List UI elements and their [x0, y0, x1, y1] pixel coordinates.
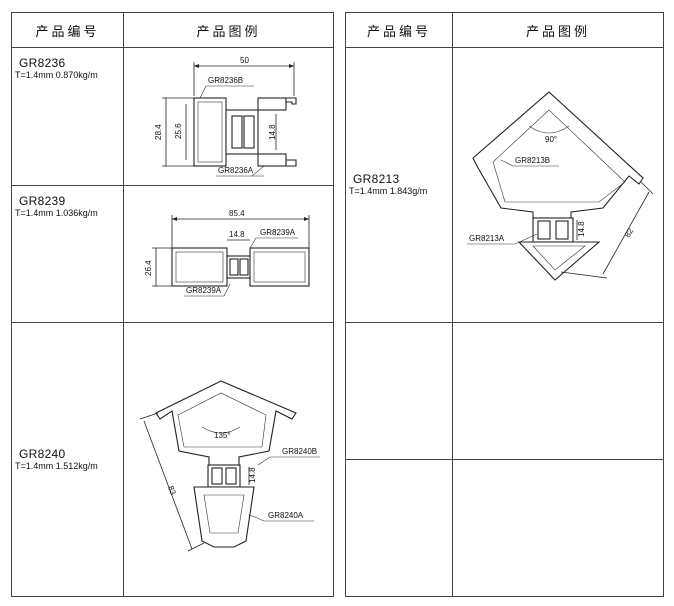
profile-drawing-gr8239: 85.4 14.8 GR8239A 26.4 — [144, 209, 310, 297]
table-row: GR8236 T=1.4mm 0.870kg/m 50 GR8236B — [11, 47, 334, 186]
table-row: GR8213 T=1.4mm 1.843g/m 90° 14.8 — [345, 47, 664, 323]
empty-code-cell — [345, 322, 453, 460]
header-figure: 产品图例 — [123, 12, 334, 48]
product-code-cell: GR8213 T=1.4mm 1.843g/m — [345, 47, 453, 323]
left-product-table: 产品编号 产品图例 GR8236 T=1.4mm 0.870kg/m 50 GR… — [11, 12, 334, 597]
empty-figure-cell — [452, 459, 664, 597]
header-code: 产品编号 — [11, 12, 124, 48]
profile-drawing-gr8240: 135° 14.8 GR8240B GR8240A — [139, 380, 320, 552]
profile-drawing-gr8213: 90° 14.8 GR8213B GR8213A — [467, 91, 654, 281]
part-label: GR8240A — [268, 511, 304, 520]
part-label: GR8236A — [218, 166, 254, 175]
dim-text: 14.8 — [229, 230, 245, 239]
table-row — [345, 322, 664, 460]
product-spec: T=1.4mm 0.870kg/m — [15, 70, 98, 80]
dim-text: 90° — [545, 135, 557, 144]
product-spec: T=1.4mm 1.843g/m — [349, 186, 428, 196]
product-code: GR8240 — [19, 447, 66, 461]
dim-text: 82 — [623, 226, 636, 239]
header-code: 产品编号 — [345, 12, 453, 48]
dim-text: 14.8 — [248, 467, 257, 483]
product-figure-cell: 50 GR8236B 28.4 — [123, 47, 334, 186]
product-code: GR8236 — [19, 56, 66, 70]
empty-code-cell — [345, 459, 453, 597]
dim-text: 26.4 — [144, 260, 153, 276]
product-figure-cell: 135° 14.8 GR8240B GR8240A — [123, 322, 334, 597]
dim-text: 14.8 — [577, 221, 586, 237]
product-code: GR8213 — [353, 172, 400, 186]
part-label: GR8240B — [282, 447, 317, 456]
part-label: GR8213A — [469, 234, 505, 243]
product-spec: T=1.4mm 1.036kg/m — [15, 208, 98, 218]
part-label: GR8239A — [186, 286, 222, 295]
header-figure: 产品图例 — [452, 12, 664, 48]
table-row: GR8240 T=1.4mm 1.512kg/m 135° 14.8 — [11, 322, 334, 597]
product-spec: T=1.4mm 1.512kg/m — [15, 461, 98, 471]
table-row — [345, 459, 664, 597]
part-label: GR8213B — [515, 156, 550, 165]
part-label: GR8239A — [260, 228, 296, 237]
dim-text: 50 — [240, 56, 249, 65]
product-figure-cell: 90° 14.8 GR8213B GR8213A — [452, 47, 664, 323]
profile-drawing-gr8236: 50 GR8236B 28.4 — [154, 56, 297, 177]
dim-text: 85.4 — [229, 209, 245, 218]
part-label: GR8236B — [208, 76, 243, 85]
product-code-cell: GR8236 T=1.4mm 0.870kg/m — [11, 47, 124, 186]
dim-text: 28.4 — [154, 124, 163, 140]
dim-text: 25.6 — [174, 123, 183, 139]
product-code: GR8239 — [19, 194, 66, 208]
dim-text: 135° — [214, 431, 231, 440]
right-product-table: 产品编号 产品图例 GR8213 T=1.4mm 1.843g/m 90° — [345, 12, 664, 597]
dim-text: 14.8 — [268, 124, 277, 140]
empty-figure-cell — [452, 322, 664, 460]
product-code-cell: GR8239 T=1.4mm 1.036kg/m — [11, 185, 124, 323]
product-code-cell: GR8240 T=1.4mm 1.512kg/m — [11, 322, 124, 597]
product-figure-cell: 85.4 14.8 GR8239A 26.4 — [123, 185, 334, 323]
dim-text: 83 — [166, 485, 178, 497]
table-row: GR8239 T=1.4mm 1.036kg/m 85.4 14.8 GR823… — [11, 185, 334, 323]
